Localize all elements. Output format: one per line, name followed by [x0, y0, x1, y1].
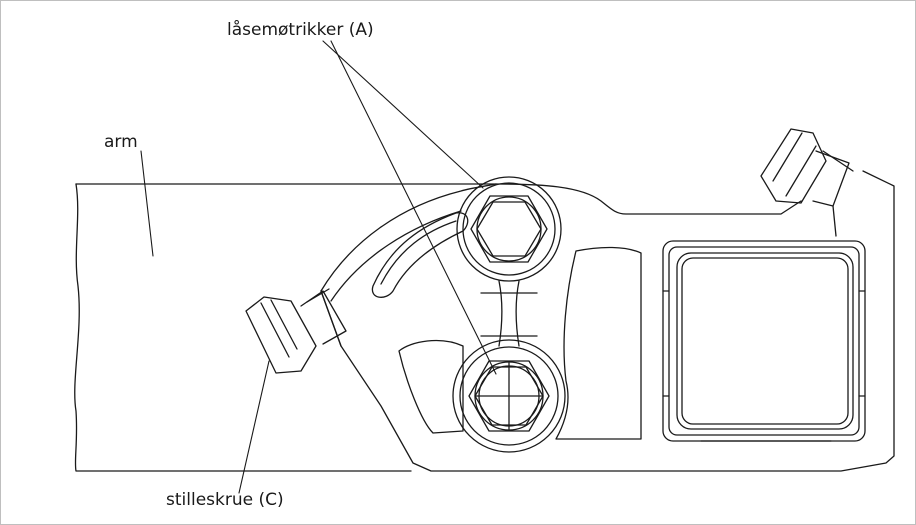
lower-locknut: [452, 339, 566, 453]
bracket-cutouts: [398, 246, 642, 440]
right-adjusting-screw: [760, 128, 854, 237]
left-adjusting-screw: [245, 288, 347, 374]
curved-slot: [371, 212, 469, 298]
arm-body: [74, 183, 497, 472]
bracket-outline: [320, 170, 895, 472]
nut-connector: [480, 280, 538, 347]
upper-locknut: [456, 176, 562, 282]
arm-label: arm: [104, 132, 138, 152]
adjusting-screw-label: stilleskrue (C): [166, 490, 284, 510]
square-housing: [662, 240, 866, 442]
locknuts-label: låsemøtrikker (A): [227, 20, 374, 40]
leader-lines: [140, 40, 497, 494]
